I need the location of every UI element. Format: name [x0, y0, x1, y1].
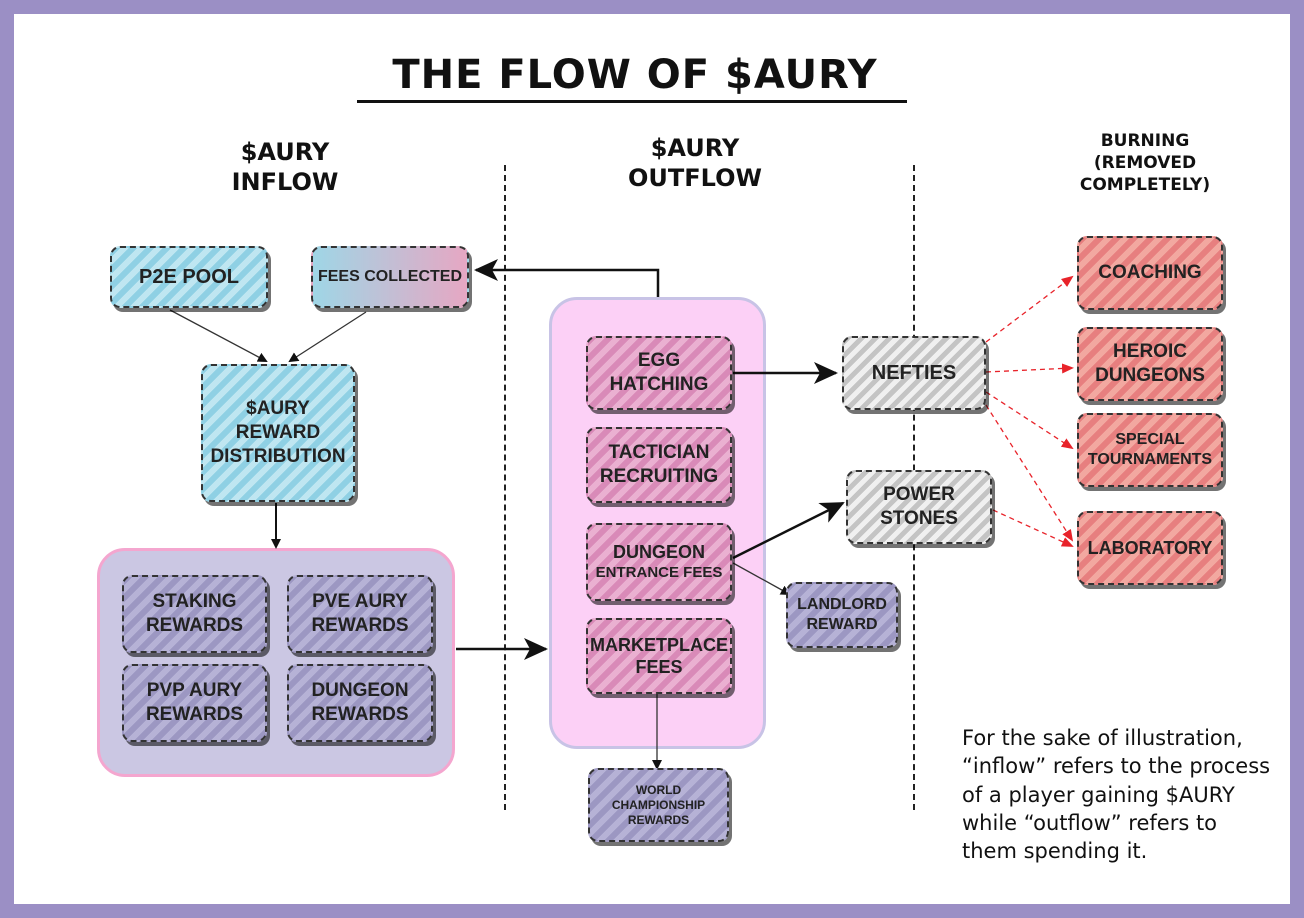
landlord-reward-line: REWARD: [806, 616, 878, 633]
heroic-dungeons-line: HEROIC: [1113, 341, 1187, 363]
inflow-header: $AURY INFLOW: [190, 137, 380, 197]
world-championship-line: CHAMPIONSHIP: [611, 797, 706, 812]
special-tournaments-line: SPECIAL: [1115, 431, 1185, 448]
nefties-label: NEFTIES: [871, 361, 957, 384]
marketplace-fees-line: MARKETPLACE: [590, 634, 728, 655]
tactician-recruiting-line: TACTICIAN: [608, 442, 710, 464]
note-line: of a player gaining $AURY: [962, 782, 1235, 807]
landlord-reward-box: LANDLORD REWARD: [786, 582, 898, 648]
arrow-nefties-to-coaching: [985, 275, 1074, 343]
coaching-box: COACHING: [1077, 236, 1223, 310]
burning-header-line: (REMOVED: [1093, 153, 1197, 174]
tactician-recruiting-box: TACTICIAN RECRUITING: [586, 427, 732, 503]
power-stones-box: POWER STONES: [846, 470, 992, 544]
arrow-dungeon-to-power-stones: [732, 501, 845, 560]
p2e-pool-box: P2E POOL: [110, 246, 268, 308]
note-line: them spending it.: [962, 839, 1148, 864]
reward-distribution-line: $AURY: [246, 398, 310, 420]
pvp-rewards-box: PVP AURY REWARDS: [122, 664, 267, 742]
world-championship-line: WORLD: [635, 782, 682, 797]
illustration-note: For the sake of illustration, “inflow” r…: [962, 724, 1282, 866]
egg-hatching-box: EGG HATCHING: [586, 336, 732, 410]
arrow-nefties-to-heroic: [985, 363, 1074, 374]
egg-hatching-line: HATCHING: [609, 374, 709, 395]
burning-header-line: BURNING: [1100, 131, 1190, 151]
power-stones-line: POWER: [883, 484, 955, 506]
pve-rewards-line: REWARDS: [311, 615, 409, 636]
note-line: For the sake of illustration,: [962, 726, 1243, 750]
arrow-p2e-to-distribution: [169, 309, 268, 362]
power-stones-line: STONES: [880, 508, 958, 529]
special-tournaments-line: TOURNAMENTS: [1087, 451, 1213, 468]
note-line: “inflow” refers to the process: [962, 754, 1271, 779]
reward-distribution-box: $AURY REWARD DISTRIBUTION: [201, 364, 355, 502]
special-tournaments-box: SPECIAL TOURNAMENTS: [1077, 413, 1223, 487]
arrow-stones-to-laboratory: [992, 509, 1074, 547]
marketplace-fees-box: MARKETPLACE FEES: [586, 618, 732, 694]
dungeon-entrance-fees-line: DUNGEON: [612, 542, 705, 563]
tactician-recruiting-line: RECRUITING: [599, 466, 719, 487]
dungeon-rewards-line: REWARDS: [311, 704, 409, 725]
arrow-fees-to-distribution: [288, 311, 367, 363]
arrow-outflow-to-fees-collected: [474, 259, 660, 297]
fees-collected-label: FEES COLLECTED: [317, 268, 462, 285]
egg-hatching-line: EGG: [637, 350, 681, 372]
outflow-header: $AURY OUTFLOW: [600, 133, 790, 193]
landlord-reward-line: LANDLORD: [797, 596, 887, 613]
staking-rewards-line: STAKING: [152, 591, 237, 613]
heroic-dungeons-line: DUNGEONS: [1095, 365, 1205, 386]
staking-rewards-box: STAKING REWARDS: [122, 575, 267, 653]
heroic-dungeons-box: HEROIC DUNGEONS: [1077, 327, 1223, 401]
arrow-dungeon-to-landlord: [732, 562, 791, 595]
inflow-header-line: INFLOW: [231, 168, 339, 196]
world-championship-box: WORLD CHAMPIONSHIP REWARDS: [588, 768, 729, 842]
fees-collected-box: FEES COLLECTED: [311, 246, 469, 308]
inflow-header-line: $AURY: [240, 138, 330, 166]
pvp-rewards-line: PVP AURY: [146, 680, 243, 702]
coaching-label: COACHING: [1098, 262, 1202, 284]
dungeon-rewards-box: DUNGEON REWARDS: [287, 664, 433, 742]
dungeon-rewards-line: DUNGEON: [311, 680, 409, 702]
laboratory-box: LABORATORY: [1077, 511, 1223, 585]
arrow-nefties-to-special: [985, 391, 1074, 450]
nefties-box: NEFTIES: [842, 336, 986, 410]
reward-distribution-line: DISTRIBUTION: [210, 445, 346, 467]
outflow-header-line: $AURY: [650, 134, 740, 162]
burning-header: BURNING (REMOVED COMPLETELY): [1055, 130, 1235, 196]
p2e-pool-label: P2E POOL: [138, 265, 240, 288]
pve-rewards-box: PVE AURY REWARDS: [287, 575, 433, 653]
laboratory-label: LABORATORY: [1087, 537, 1213, 558]
dungeon-entrance-fees-line: ENTRANCE FEES: [595, 563, 723, 581]
note-line: while “outflow” refers to: [962, 811, 1218, 836]
marketplace-fees-line: FEES: [635, 657, 683, 677]
diagram-title: THE FLOW OF $AURY: [392, 52, 878, 98]
reward-distribution-line: REWARD: [235, 422, 321, 444]
separator-inflow-outflow: [504, 165, 506, 810]
pvp-rewards-line: REWARDS: [145, 704, 244, 725]
pve-rewards-line: PVE AURY: [312, 591, 408, 613]
arrow-nefties-to-laboratory: [985, 404, 1074, 542]
staking-rewards-line: REWARDS: [145, 615, 244, 636]
outflow-header-line: OUTFLOW: [628, 164, 762, 192]
burning-header-line: COMPLETELY): [1079, 175, 1211, 196]
title-underline: [357, 100, 907, 103]
dungeon-entrance-fees-box: DUNGEON ENTRANCE FEES: [586, 523, 732, 601]
world-championship-line: REWARDS: [627, 812, 690, 827]
